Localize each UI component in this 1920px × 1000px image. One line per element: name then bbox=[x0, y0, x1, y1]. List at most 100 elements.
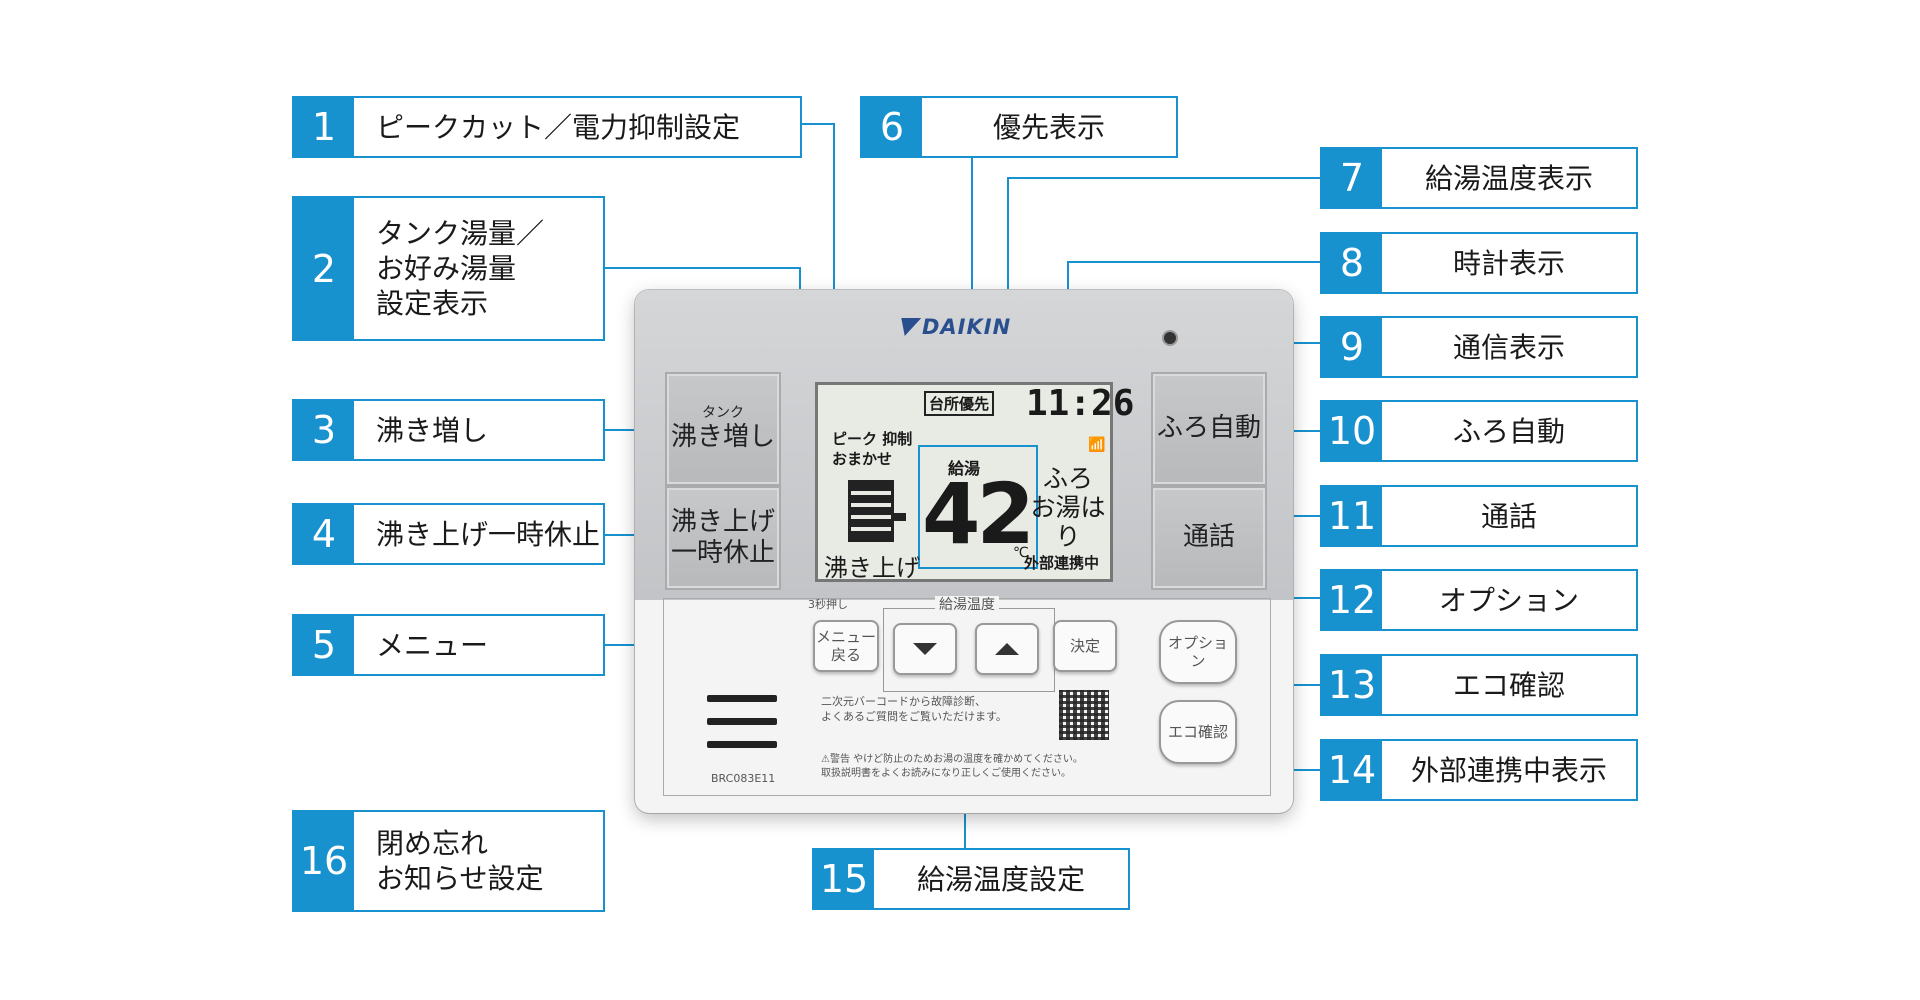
furo-status-2: お湯はり bbox=[1030, 492, 1106, 551]
callout-number: 14 bbox=[1322, 741, 1382, 799]
warning-1: ⚠警告 やけど防止のためお湯の温度を確かめてください。 bbox=[821, 754, 1083, 765]
eco-label: エコ確認 bbox=[1167, 723, 1228, 741]
priority-indicator: 台所優先 bbox=[924, 391, 995, 416]
temp-group-label: 給湯温度 bbox=[935, 596, 999, 615]
menu-button[interactable]: メニュー 戻る bbox=[813, 620, 879, 672]
callout-text: 時計表示 bbox=[1452, 246, 1565, 280]
temp-up-button[interactable] bbox=[975, 623, 1039, 675]
furo-status-1: ふろ bbox=[1042, 464, 1093, 493]
callout-7: 7 給湯温度表示 bbox=[1320, 147, 1638, 209]
callout-number: 10 bbox=[1322, 402, 1382, 460]
callout-8: 8 時計表示 bbox=[1320, 232, 1638, 294]
remote-controller: DAIKIN タンク 沸き増し 沸き上げ 一時休止 ふろ自動 通話 台所優先 1… bbox=[635, 290, 1293, 813]
daikin-logo: DAIKIN bbox=[894, 315, 1011, 339]
callout-14: 14 外部連携中表示 bbox=[1320, 739, 1638, 801]
callout-11: 11 通話 bbox=[1320, 485, 1638, 547]
callout-number: 6 bbox=[862, 98, 922, 156]
eco-check-button[interactable]: エコ確認 bbox=[1159, 700, 1237, 764]
wakiage-label-2: 一時休止 bbox=[670, 538, 775, 568]
qr-note-2: よくあるご質問をご覧いただけます。 bbox=[821, 709, 1007, 723]
tsuwa-label: 通話 bbox=[1182, 522, 1235, 553]
peak-cut-indicator: ピーク 抑制 おまかせ bbox=[832, 430, 912, 469]
down-arrow-icon bbox=[913, 643, 937, 655]
callout-text: 閉め忘れ お知らせ設定 bbox=[376, 827, 544, 895]
faucet-icon bbox=[892, 513, 906, 521]
callout-text: 給湯温度設定 bbox=[916, 862, 1085, 896]
callout-text: エコ確認 bbox=[1452, 668, 1565, 702]
up-arrow-icon bbox=[995, 643, 1019, 655]
furo-auto-button[interactable]: ふろ自動 bbox=[1151, 372, 1267, 486]
speaker-grille-3 bbox=[707, 741, 777, 748]
kyuto-label: 給湯 bbox=[948, 459, 981, 478]
tank-level-icon bbox=[848, 480, 894, 542]
callout-number: 15 bbox=[814, 850, 874, 908]
peak-label-1: ピーク 抑制 bbox=[832, 430, 913, 448]
model-number: BRC083E11 bbox=[711, 772, 776, 785]
callout-text: 沸き上げ一時休止 bbox=[376, 517, 601, 551]
warning-2: 取扱説明書をよくお読みになり正しくご使用ください。 bbox=[821, 767, 1071, 779]
callout-number: 5 bbox=[294, 616, 354, 674]
tsuwa-button[interactable]: 通話 bbox=[1151, 486, 1267, 590]
menu-label: メニュー bbox=[815, 628, 876, 646]
clock-display: 11:26 bbox=[1026, 383, 1135, 424]
callout-number: 16 bbox=[294, 812, 354, 910]
callout-13: 13 エコ確認 bbox=[1320, 654, 1638, 716]
callout-number: 9 bbox=[1322, 318, 1382, 376]
callout-text: オプション bbox=[1438, 583, 1579, 617]
callout-number: 11 bbox=[1322, 487, 1382, 545]
back-label: 戻る bbox=[830, 646, 861, 664]
furo-status: ふろ お湯はり bbox=[1026, 464, 1110, 551]
signal-icon: 📶 bbox=[1088, 437, 1106, 453]
qr-note-1: 二次元バーコードから故障診断、 bbox=[821, 695, 986, 708]
temp-down-button[interactable] bbox=[893, 623, 957, 675]
callout-text: 優先表示 bbox=[992, 110, 1105, 144]
speaker-grille-1 bbox=[707, 695, 777, 702]
wakiage-pause-button[interactable]: 沸き上げ 一時休止 bbox=[665, 486, 781, 590]
callout-number: 7 bbox=[1322, 149, 1382, 207]
speaker-grille-2 bbox=[707, 718, 777, 725]
external-link-indicator: 外部連携中 bbox=[1024, 554, 1100, 572]
callout-number: 8 bbox=[1322, 234, 1382, 292]
callout-number: 3 bbox=[294, 401, 354, 459]
callout-16: 16 閉め忘れ お知らせ設定 bbox=[292, 810, 605, 912]
hold-note: 3秒押し bbox=[808, 598, 848, 611]
callout-4: 4 沸き上げ一時休止 bbox=[292, 503, 605, 565]
callout-12: 12 オプション bbox=[1320, 569, 1638, 631]
wakimashi-button[interactable]: タンク 沸き増し bbox=[665, 372, 781, 486]
callout-text: 沸き増し bbox=[376, 413, 489, 447]
callout-text: タンク湯量／ お好み湯量 設定表示 bbox=[376, 217, 545, 320]
wakiage-indicator: 沸き上げ bbox=[824, 554, 920, 582]
callout-text: 通信表示 bbox=[1452, 330, 1565, 364]
temperature-unit: ℃ bbox=[1013, 545, 1029, 561]
wakimashi-sub-label: タンク bbox=[702, 405, 744, 421]
lcd-screen: 台所優先 11:26 📶 ピーク 抑制 おまかせ 給湯 42 ℃ 沸き上げ ふろ… bbox=[815, 382, 1134, 582]
callout-2: 2 タンク湯量／ お好み湯量 設定表示 bbox=[292, 196, 605, 341]
callout-number: 13 bbox=[1322, 656, 1382, 714]
qr-note: 二次元バーコードから故障診断、 よくあるご質問をご覧いただけます。 bbox=[821, 695, 1007, 725]
callout-text: 給湯温度表示 bbox=[1424, 161, 1593, 195]
callout-text: ピークカット／電力抑制設定 bbox=[376, 110, 741, 144]
option-button[interactable]: オプション bbox=[1159, 620, 1237, 684]
callout-text: 外部連携中表示 bbox=[1410, 753, 1607, 787]
callout-15: 15 給湯温度設定 bbox=[812, 848, 1130, 910]
option-label: オプション bbox=[1167, 634, 1228, 670]
kettei-label: 決定 bbox=[1069, 637, 1100, 655]
callout-5: 5 メニュー bbox=[292, 614, 605, 676]
callout-text: 通話 bbox=[1480, 499, 1537, 533]
temp-highlight-box bbox=[918, 445, 1038, 569]
callout-number: 2 bbox=[294, 198, 354, 339]
callout-3: 3 沸き増し bbox=[292, 399, 605, 461]
callout-9: 9 通信表示 bbox=[1320, 316, 1638, 378]
callout-6: 6 優先表示 bbox=[860, 96, 1178, 158]
callout-number: 12 bbox=[1322, 571, 1382, 629]
callout-text: ふろ自動 bbox=[1452, 414, 1565, 448]
kettei-button[interactable]: 決定 bbox=[1053, 620, 1117, 672]
callout-number: 1 bbox=[294, 98, 354, 156]
callout-text: メニュー bbox=[376, 628, 489, 662]
furo-auto-label: ふろ自動 bbox=[1156, 413, 1261, 444]
wakimashi-label: 沸き増し bbox=[670, 421, 775, 452]
temperature-value: 42 bbox=[922, 465, 1035, 563]
warning-note: ⚠警告 やけど防止のためお湯の温度を確かめてください。 取扱説明書をよくお読みに… bbox=[821, 753, 1083, 780]
qr-code[interactable] bbox=[1059, 690, 1109, 740]
wakiage-label-1: 沸き上げ bbox=[670, 506, 775, 537]
